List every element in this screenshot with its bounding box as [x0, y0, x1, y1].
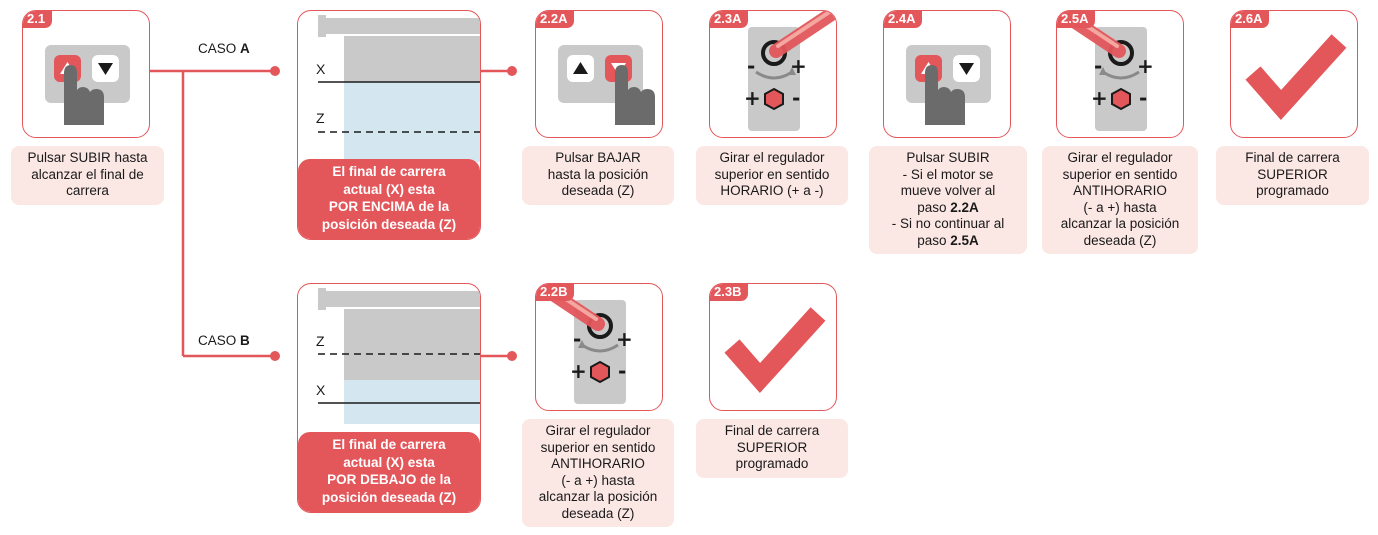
- step-caption-2-1: Pulsar SUBIR hasta alcanzar el final de …: [11, 146, 164, 205]
- regulator-clockwise-icon: - + + -: [744, 11, 836, 131]
- svg-text:+: +: [744, 86, 761, 110]
- svg-text:-: -: [792, 86, 800, 110]
- checkmark-icon: [724, 307, 826, 394]
- marker-z: Z: [316, 110, 325, 126]
- step-tag: 2.5A: [1057, 11, 1096, 28]
- regulator-counterclockwise-icon: - + + -: [1057, 11, 1154, 131]
- step-card-2-6a: 2.6A: [1230, 10, 1358, 138]
- step-tag: 2.2B: [536, 284, 575, 301]
- step-tag: 2.3A: [710, 11, 749, 28]
- regulator-counterclockwise-icon: - + + -: [536, 284, 633, 404]
- step-caption-2-2b: Girar el regulador superior en sentido A…: [522, 419, 674, 527]
- svg-text:+: +: [790, 54, 807, 78]
- case-a-label: CASO A: [198, 41, 250, 56]
- svg-text:-: -: [1094, 54, 1102, 78]
- case-a-position-diagram: X Z El final de carrera actual (X) esta …: [297, 10, 481, 240]
- step-tag: 2.1: [23, 11, 53, 28]
- position-note: El final de carrera actual (X) esta POR …: [298, 432, 480, 512]
- remote-up-press-icon: [45, 45, 130, 125]
- case-b-label: CASO B: [198, 333, 250, 348]
- svg-text:-: -: [747, 54, 755, 78]
- remote-up-press-icon: [906, 45, 991, 125]
- step-card-2-2a: 2.2A: [535, 10, 663, 138]
- step-card-2-5a: - + + - 2.5A: [1056, 10, 1184, 138]
- step-caption-2-4a: Pulsar SUBIR - Si el motor se mueve volv…: [869, 146, 1027, 254]
- step-card-2-1: 2.1: [22, 10, 150, 138]
- step-tag: 2.3B: [710, 284, 749, 301]
- step-caption-2-3b: Final de carrera SUPERIOR programado: [696, 419, 848, 478]
- svg-text:-: -: [573, 327, 581, 351]
- svg-text:-: -: [1139, 86, 1147, 110]
- remote-down-press-icon: [558, 45, 655, 125]
- svg-text:+: +: [616, 327, 633, 351]
- step-card-2-3a: - + + - 2.3A: [709, 10, 837, 138]
- step-caption-2-5a: Girar el regulador superior en sentido A…: [1042, 146, 1198, 254]
- step-tag: 2.4A: [884, 11, 923, 28]
- step-caption-2-3a: Girar el regulador superior en sentido H…: [696, 146, 848, 205]
- step-tag: 2.6A: [1231, 11, 1270, 28]
- case-b-position-diagram: Z X El final de carrera actual (X) esta …: [297, 283, 481, 513]
- step-caption-2-6a: Final de carrera SUPERIOR programado: [1216, 146, 1369, 205]
- step-tag: 2.2A: [536, 11, 575, 28]
- position-note: El final de carrera actual (X) esta POR …: [298, 159, 480, 239]
- svg-text:+: +: [1137, 54, 1154, 78]
- checkmark-icon: [1245, 34, 1347, 121]
- svg-text:+: +: [570, 359, 587, 383]
- step-card-2-4a: 2.4A: [883, 10, 1011, 138]
- marker-z: Z: [316, 333, 325, 349]
- step-caption-2-2a: Pulsar BAJAR hasta la posición deseada (…: [522, 146, 674, 205]
- step-card-2-2b: - + + - 2.2B: [535, 283, 663, 411]
- svg-text:+: +: [1091, 86, 1108, 110]
- marker-x: X: [316, 382, 326, 398]
- marker-x: X: [316, 61, 326, 77]
- step-card-2-3b: 2.3B: [709, 283, 837, 411]
- svg-text:-: -: [618, 359, 626, 383]
